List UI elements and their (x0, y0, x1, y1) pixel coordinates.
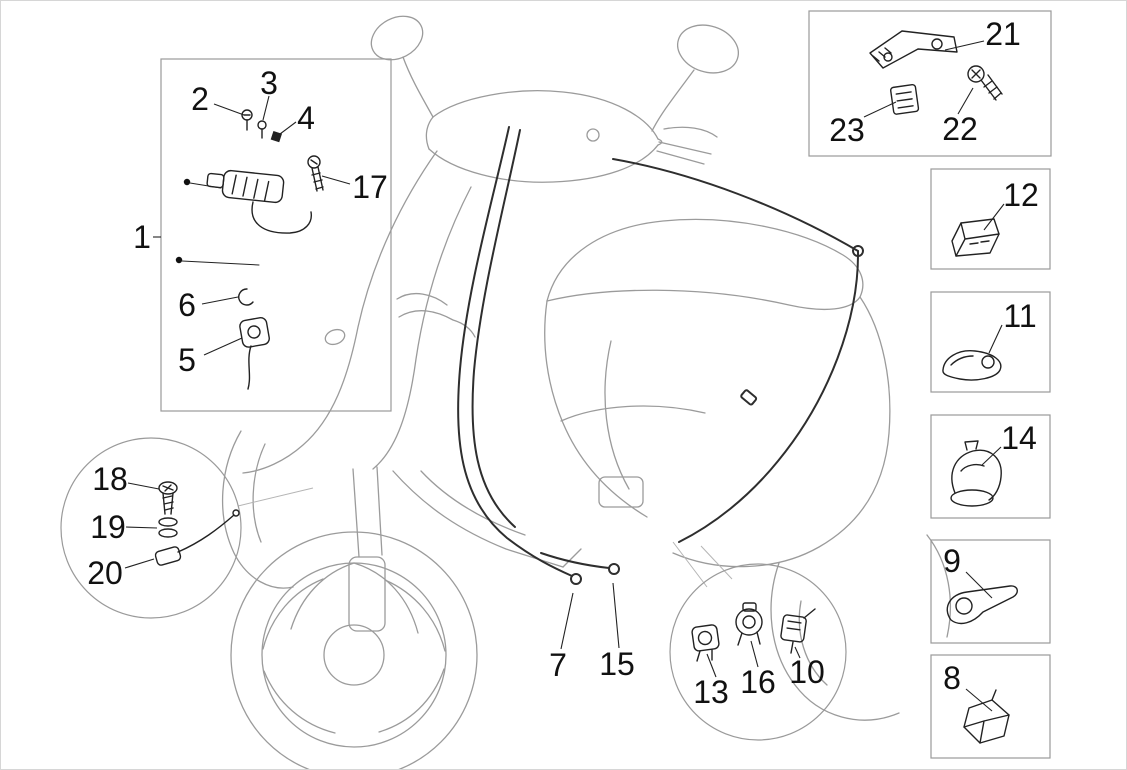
callout-16: 16 (740, 664, 776, 700)
cable-clamp-detail-bubble (669, 563, 847, 741)
part-screw-18 (158, 481, 178, 515)
leader-6 (201, 296, 239, 305)
part-box-8 (930, 654, 1051, 759)
leader-2 (213, 103, 245, 116)
leader-16 (750, 640, 759, 668)
leader-11 (988, 324, 1003, 354)
callout-5: 5 (178, 342, 196, 378)
callout-19: 19 (90, 509, 126, 545)
mid-cable-fitting (740, 389, 758, 406)
part-drawings (154, 30, 1018, 744)
leader-18 (127, 482, 160, 490)
part-plug-8 (963, 689, 1010, 744)
callout-11: 11 (1003, 298, 1037, 334)
leader-8 (965, 688, 993, 712)
scooter-body (221, 15, 952, 769)
part-switch-5 (239, 317, 270, 348)
callout-9: 9 (943, 543, 961, 579)
leader-20 (124, 558, 155, 569)
leader-14 (981, 446, 1002, 466)
callout-21: 21 (985, 16, 1021, 52)
callout-15: 15 (599, 646, 635, 682)
leader-22 (957, 87, 974, 115)
part-lever-11 (942, 350, 1002, 381)
leader-12 (983, 203, 1005, 231)
part-switch-assembly (206, 169, 285, 204)
bracket-detail-box (808, 10, 1052, 157)
cable-end-part-7 (570, 573, 582, 585)
part-clamp-16 (735, 602, 763, 646)
part-box-9 (930, 539, 1051, 644)
callout-8: 8 (943, 660, 961, 696)
right-mirror (677, 24, 739, 74)
leader-15 (612, 582, 620, 649)
callout-3: 3 (260, 65, 278, 101)
callout-1: 1 (133, 219, 151, 255)
part-switch-10 (780, 608, 816, 654)
leader-13 (706, 653, 717, 678)
part-box-11 (930, 291, 1051, 393)
rear-wheel (770, 534, 952, 721)
callout-12: 12 (1003, 177, 1039, 213)
leader-3 (262, 95, 270, 121)
callout-6: 6 (178, 287, 196, 323)
part-screw-17 (307, 155, 324, 192)
part-box-12 (930, 168, 1051, 270)
front-wheel (230, 531, 478, 769)
part-bracket-21 (869, 30, 958, 69)
front-cable-b (471, 129, 521, 528)
callout-2: 2 (191, 81, 209, 117)
switch-assembly-detail-box (160, 58, 392, 412)
part-nut-4 (270, 130, 282, 143)
callout-14: 14 (1001, 420, 1037, 456)
callout-17: 17 (352, 169, 388, 205)
part-screw-3 (257, 120, 267, 139)
callout-18: 18 (92, 461, 128, 497)
rear-cable-upper (612, 158, 859, 252)
bubble-link-lines (237, 487, 733, 588)
part-connector-12 (951, 218, 1000, 257)
callout-4: 4 (297, 100, 315, 136)
callout-22: 22 (942, 111, 978, 147)
callout-7: 7 (549, 647, 567, 683)
leader-7 (560, 592, 574, 650)
leader-17 (321, 175, 351, 185)
front-cable-a (457, 126, 573, 577)
callout-13: 13 (693, 674, 729, 710)
leader-23 (863, 101, 897, 118)
part-1-reference-dots (175, 178, 260, 266)
part-clip-23 (889, 84, 920, 115)
leader-10 (794, 646, 801, 659)
left-mirror (370, 15, 424, 61)
front-fastener-detail-bubble (60, 437, 242, 619)
callout-23: 23 (829, 112, 865, 148)
callout-10: 10 (789, 654, 825, 690)
part-cable-end-20 (154, 509, 240, 566)
leader-21 (944, 40, 985, 51)
leader-lines (124, 40, 1005, 712)
detail-frames (60, 10, 1052, 759)
part-washers-19 (158, 517, 178, 538)
part-screw-22 (967, 65, 1003, 101)
part-lever-9 (946, 585, 1018, 625)
cable-harness (457, 126, 864, 585)
rear-cable-lower (678, 250, 860, 543)
part-box-14 (930, 414, 1051, 519)
part-cap-14 (950, 440, 1002, 507)
part-screw-2 (241, 109, 253, 131)
callout-20: 20 (87, 555, 123, 591)
part-clip-6 (238, 288, 254, 306)
cable-end-part-15 (608, 563, 620, 575)
part-clamp-13 (691, 624, 720, 652)
leader-19 (125, 526, 158, 529)
leader-4 (279, 121, 297, 135)
leader-5 (203, 337, 243, 356)
leader-9 (965, 571, 993, 599)
